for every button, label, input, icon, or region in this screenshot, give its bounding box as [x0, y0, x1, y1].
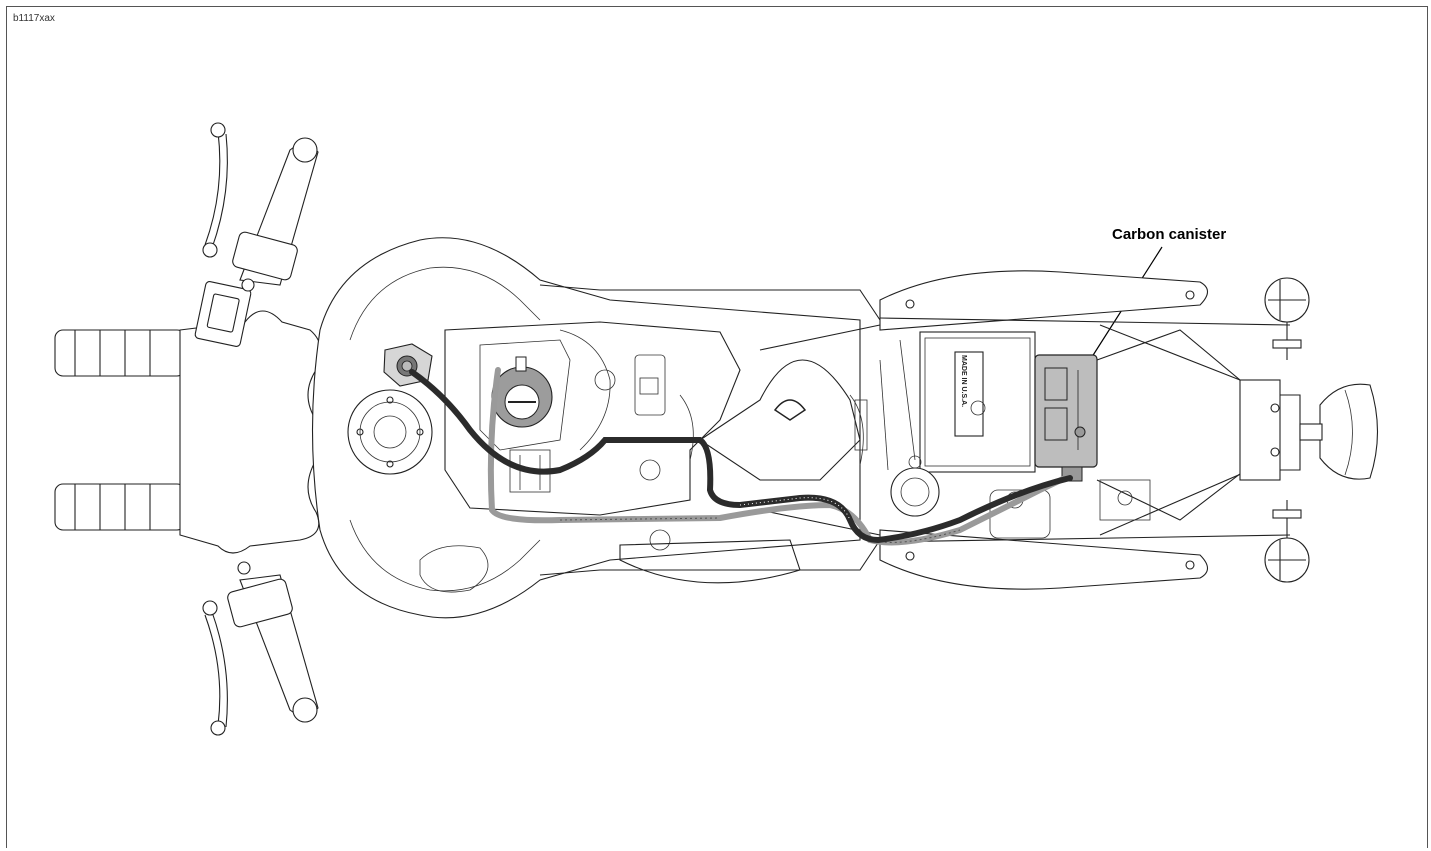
rear-frame — [539, 270, 1291, 590]
clutch-lever — [202, 561, 251, 736]
tail-lamp — [1299, 383, 1379, 480]
handlebar-right — [232, 137, 319, 286]
rear-turn-signal-lower — [1264, 500, 1310, 583]
triple-clamp — [179, 310, 324, 554]
figure-frame — [6, 6, 1428, 848]
rear-turn-signal-upper — [1264, 277, 1310, 360]
carbon-canister-label: Carbon canister — [1112, 226, 1227, 243]
handlebar-left — [227, 574, 319, 723]
fuel-pump-ring — [491, 356, 553, 428]
vapor-hose — [409, 369, 1073, 544]
fuel-cap — [347, 389, 433, 475]
electronics-box — [919, 331, 1036, 473]
ignition-switch — [194, 281, 252, 347]
front-brake-lever — [202, 122, 255, 292]
carbon-canister — [1034, 354, 1098, 482]
fuel-tank — [311, 237, 861, 619]
front-fork-lower — [54, 483, 186, 531]
tank-inner-bay — [444, 321, 741, 516]
seat-mount — [699, 359, 861, 481]
purge-hose — [487, 367, 1068, 546]
rear-fender — [1239, 379, 1301, 481]
canister-marking: MADE IN U.S.A. — [960, 355, 967, 407]
oil-filter — [890, 455, 940, 517]
front-fork-upper — [54, 329, 186, 377]
figure-id: b1117xax — [13, 13, 55, 24]
